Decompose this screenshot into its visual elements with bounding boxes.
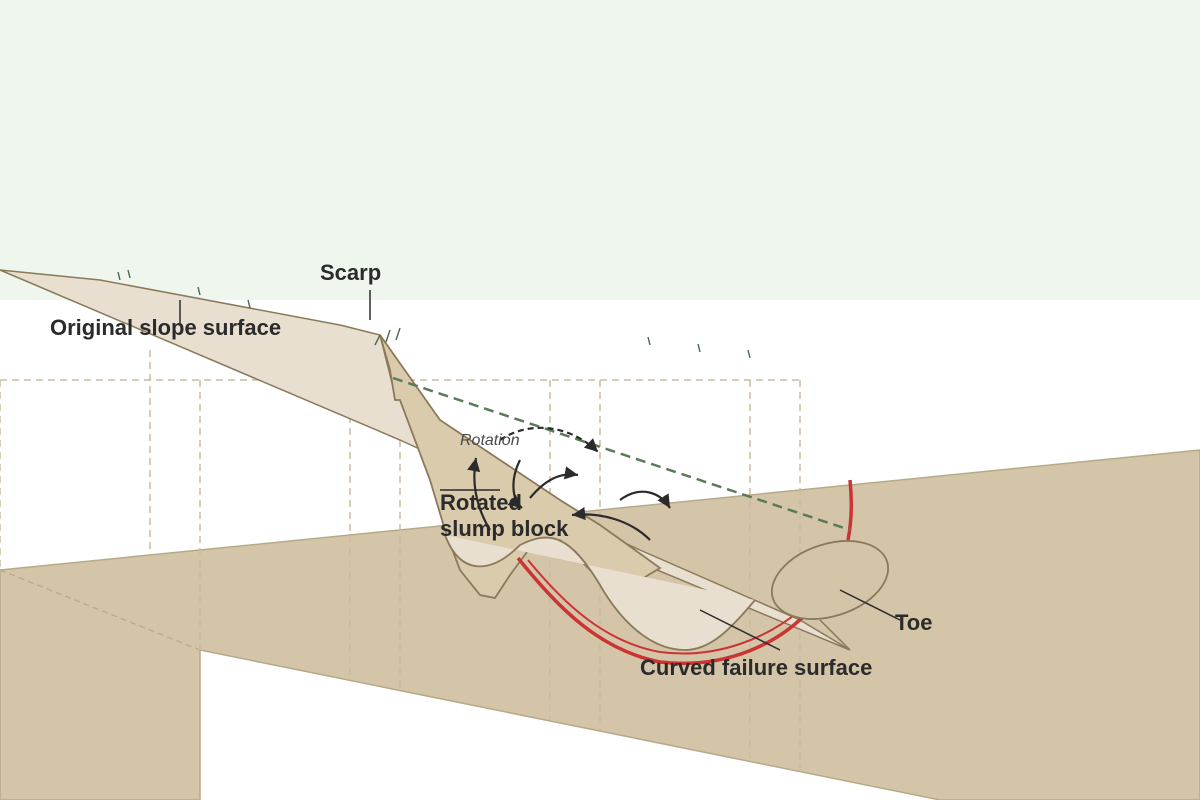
- original-slope-label: Original slope surface: [50, 315, 281, 340]
- rotated-block-label-line2: slump block: [440, 516, 569, 541]
- leader-lines: [179, 290, 901, 651]
- ground-inner-line: [0, 569, 201, 651]
- failure-surface-outer: [516, 556, 807, 665]
- rotated-block-label-line1: Rotated: [440, 490, 522, 515]
- toe-leader: [839, 589, 901, 621]
- toe-tail: [819, 619, 851, 651]
- grass-ticks: [117, 269, 751, 359]
- failure-surface-upper: [846, 479, 854, 541]
- rotation-label: Rotation: [460, 432, 520, 449]
- failure-surface-label: Curved failure surface: [640, 655, 872, 680]
- rotation-arrows: [467, 426, 671, 541]
- failure-surface-inner: [527, 559, 799, 655]
- toe-label: Toe: [895, 610, 932, 635]
- slump-block-wave: [444, 534, 756, 651]
- failure-surface-leader: [699, 609, 781, 651]
- scarp-label: Scarp: [320, 260, 381, 285]
- original-surface-dashed: [392, 376, 851, 532]
- sky-band: [0, 0, 1200, 300]
